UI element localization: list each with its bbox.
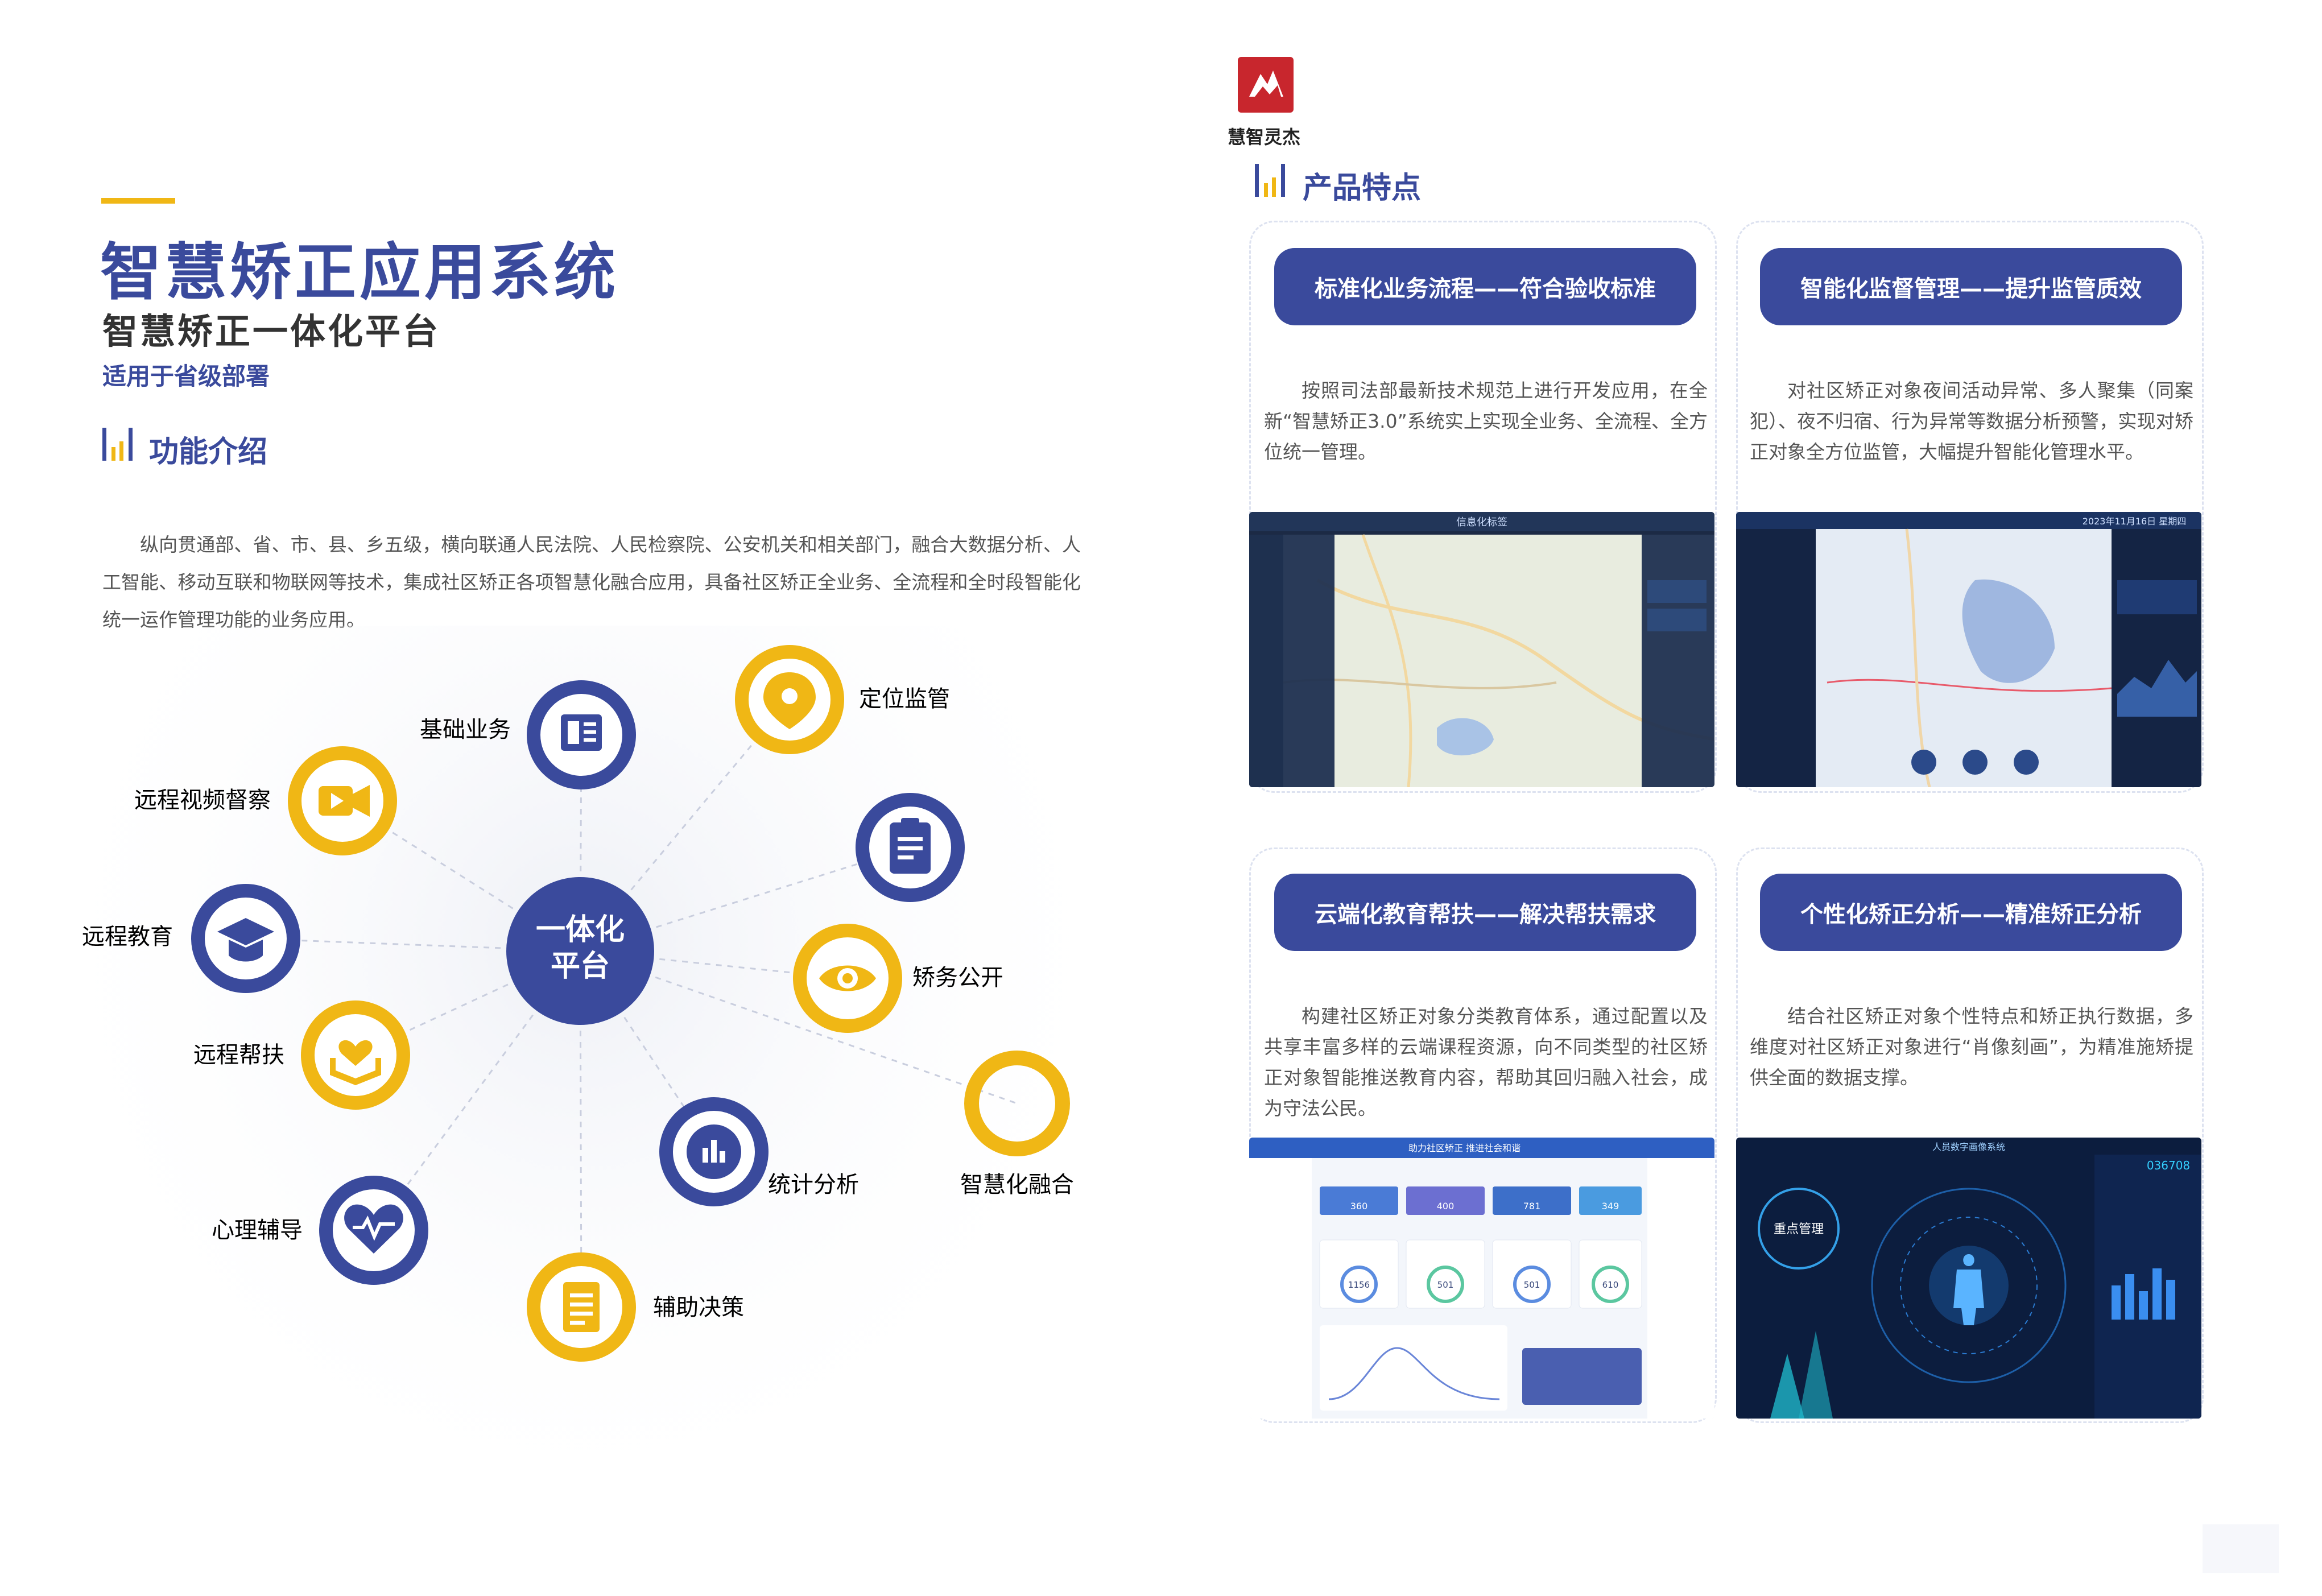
stat-value-2: 400 [1437,1201,1455,1212]
title-accent-bar [101,198,175,204]
node-smart-fusion [964,1051,1070,1156]
node-location [735,645,844,754]
company-logo [1238,57,1294,113]
feature-text-standard: 按照司法部最新技术规范上进行开发应用，在全新“智慧矫正3.0”系统实上实现全业务… [1264,379,1708,463]
feature-pill-standard: 标准化业务流程——符合验收标准 [1274,248,1696,325]
node-statistics [659,1097,769,1206]
center-node [506,877,654,1025]
notebook-icon [563,1282,600,1332]
intro-paragraph: 纵向贯通部、省、市、县、乡五级，横向联通人民法院、人民检察院、公安机关和相关部门… [102,534,1081,631]
deployment-scope: 适用于省级部署 [102,362,270,390]
page-title: 智慧矫正应用系统 [100,237,619,308]
eye-icon [819,965,876,991]
center-mgmt-label: 重点管理 [1774,1222,1824,1237]
feature-text-analysis: 结合社区矫正对象个性特点和矫正执行数据，多维度对社区矫正对象进行“肖像刻画”，为… [1750,1005,2193,1089]
helping-hands-icon [330,1040,381,1085]
shot-title-supervision: 2023年11月16日 星期四 [2083,516,2187,527]
screenshot-education-dashboard: 助力社区矫正 推进社会和谐 360 400 781 349 1156 501 5… [1249,1138,1714,1419]
node-psychological [319,1176,428,1285]
logo-emblem-icon [1249,71,1283,97]
video-camera-icon [319,785,370,817]
node-remote-education [191,884,300,993]
gauge-value-3: 501 [1524,1280,1540,1290]
heart-pulse-icon [344,1204,403,1254]
stat-value-1: 360 [1350,1201,1368,1212]
node-decision-support [527,1252,636,1362]
node-label-location: 定位监管 [859,686,950,712]
node-remote-video [288,746,397,855]
stat-value-3: 781 [1523,1201,1541,1212]
feature-pill-education: 云端化教育帮扶——解决帮扶需求 [1274,874,1696,951]
shot-title-education: 助力社区矫正 推进社会和谐 [1408,1143,1521,1153]
feature-pill-analysis: 个性化矫正分析——精准矫正分析 [1760,874,2182,951]
graduation-cap-icon [217,918,274,962]
gauge-value-4: 610 [1602,1280,1619,1290]
node-clipboard [856,793,965,902]
node-affairs-public [793,924,902,1033]
section-bars-icon [102,428,133,461]
node-label-remote-video: 远程视频督察 [134,787,271,813]
section-title-features: 功能介绍 [149,435,268,469]
center-label-line1: 一体化 [536,913,625,947]
stat-value-4: 349 [1602,1201,1619,1212]
document-icon [561,714,602,751]
location-pin-icon [763,672,816,729]
gauge-value-1: 1156 [1348,1280,1370,1290]
node-label-smart-fusion: 智慧化融合 [960,1172,1074,1198]
bar-chart-icon [687,1124,741,1179]
node-label-remote-assistance: 远程帮扶 [193,1042,284,1068]
screenshot-portrait-dashboard: 人员数字画像系统 重点管理 036708 [1736,1138,2201,1419]
node-label-basic-business: 基础业务 [420,717,511,743]
section-title-product-features: 产品特点 [1303,171,1422,205]
shot-title-analysis: 人员数字画像系统 [1932,1142,2005,1152]
feature-pill-supervision: 智能化监督管理——提升监管质效 [1760,248,2182,325]
center-label-line2: 平台 [551,949,610,983]
gauge-value-2: 501 [1437,1280,1454,1290]
node-label-affairs-public: 矫务公开 [912,965,1003,991]
counter-value: 036708 [2147,1159,2190,1172]
section-bars-icon [1255,164,1285,197]
node-remote-assistance [301,1000,410,1110]
node-label-statistics: 统计分析 [768,1172,859,1198]
clipboard-icon [890,818,931,874]
shot-title-standard: 信息化标签 [1456,516,1507,528]
screenshot-standard-map: 信息化标签 [1249,512,1714,787]
node-label-psychological: 心理辅导 [212,1217,303,1243]
screenshot-supervision-map: 2023年11月16日 星期四 [1736,512,2201,787]
node-basic-business [527,680,636,789]
platform-diagram: 一体化 平台 基础业务 定位监管 远程视频督察 [46,626,1138,1524]
feature-text-education: 构建社区矫正对象分类教育体系，通过配置以及共享丰富多样的云端课程资源，向不同类型… [1264,1005,1708,1119]
page-corner-mark [2203,1524,2279,1573]
node-label-remote-education: 远程教育 [82,924,173,950]
page-subtitle: 智慧矫正一体化平台 [102,311,441,352]
node-label-decision-support: 辅助决策 [653,1295,744,1321]
ring-icon [964,1051,1070,1156]
logo-text: 慧智灵杰 [1228,126,1301,148]
feature-text-supervision: 对社区矫正对象夜间活动异常、多人聚集（同案犯）、夜不归宿、行为异常等数据分析预警… [1750,379,2193,463]
